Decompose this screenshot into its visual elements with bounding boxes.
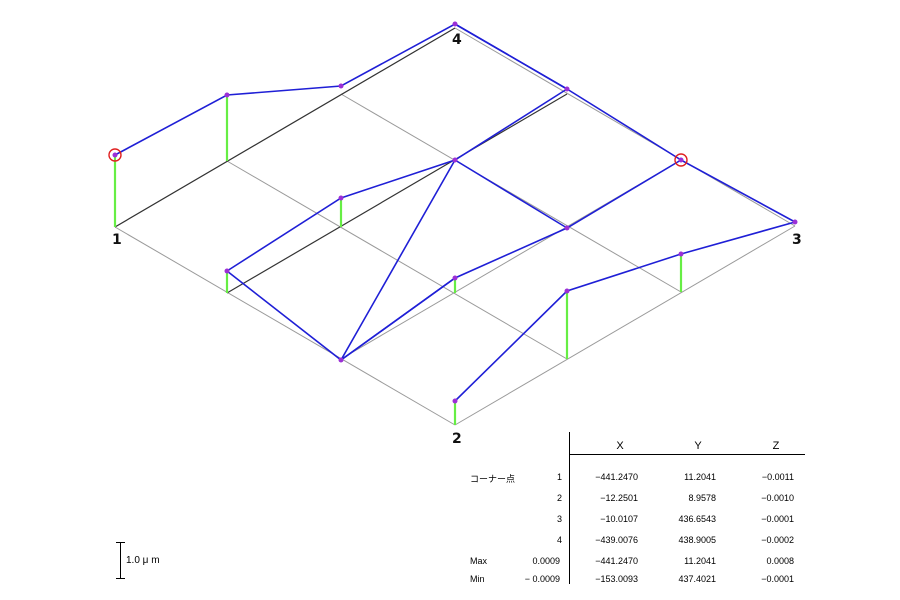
min-point-marker [674,153,688,167]
measured-surface [114,23,796,402]
base-line [114,27,456,228]
corner-label-3: 3 [792,232,802,248]
node-point [564,288,570,294]
table-row-min: Min − 0.0009 −153.0093 437.4021 −0.0001 [470,574,794,584]
measurement-nodes [108,21,798,404]
node-point [452,398,458,404]
grid-line [340,93,682,293]
table-row: 2 −12.2501 8.9578 −0.0010 [556,493,794,503]
reference-grid [114,27,796,426]
header-z: Z [772,440,780,452]
grid-line [454,27,796,227]
table-divider [569,432,570,584]
base-line [226,93,568,294]
node-point [338,195,344,201]
measured-line [226,159,456,362]
scale-bar [115,542,129,582]
header-y: Y [694,440,702,452]
measured-line [114,23,568,156]
node-point [224,92,230,98]
node-point [112,152,118,158]
node-point [338,83,344,89]
node-point [452,21,458,27]
measured-line [226,88,568,272]
deflection-markers [113,95,683,425]
node-point [338,357,344,363]
grid-line [226,160,568,360]
measured-line [454,221,796,402]
node-point [678,157,684,163]
corner-label-1: 1 [112,232,122,248]
header-x: X [616,440,624,452]
node-point [564,225,570,231]
table-row-max: Max 0.0009 −441.2470 11.2041 0.0008 [470,556,794,566]
table-row: 4 −439.0076 438.9005 −0.0002 [556,535,794,545]
node-point [678,251,684,257]
measured-line [454,159,568,229]
corner-points-table: X Y Z コーナー点 1 −441.2470 11.2041 −0.0011 … [460,432,805,592]
table-row: コーナー点 1 −441.2470 11.2041 −0.0011 [470,472,794,484]
table-divider [569,454,805,455]
node-point [452,157,458,163]
node-point [224,268,230,274]
node-point [452,275,458,281]
max-point-marker [108,148,122,162]
table-row: 3 −10.0107 436.6543 −0.0001 [556,514,794,524]
grid-line [114,226,456,426]
section-label: コーナー点 [470,474,516,484]
node-point [792,219,798,225]
measured-line [340,277,456,361]
grid-line [454,225,796,426]
node-point [564,86,570,92]
corner-label-4: 4 [452,32,462,48]
corner-label-2: 2 [452,431,462,447]
scale-label: 1.0 μ m [126,555,160,566]
